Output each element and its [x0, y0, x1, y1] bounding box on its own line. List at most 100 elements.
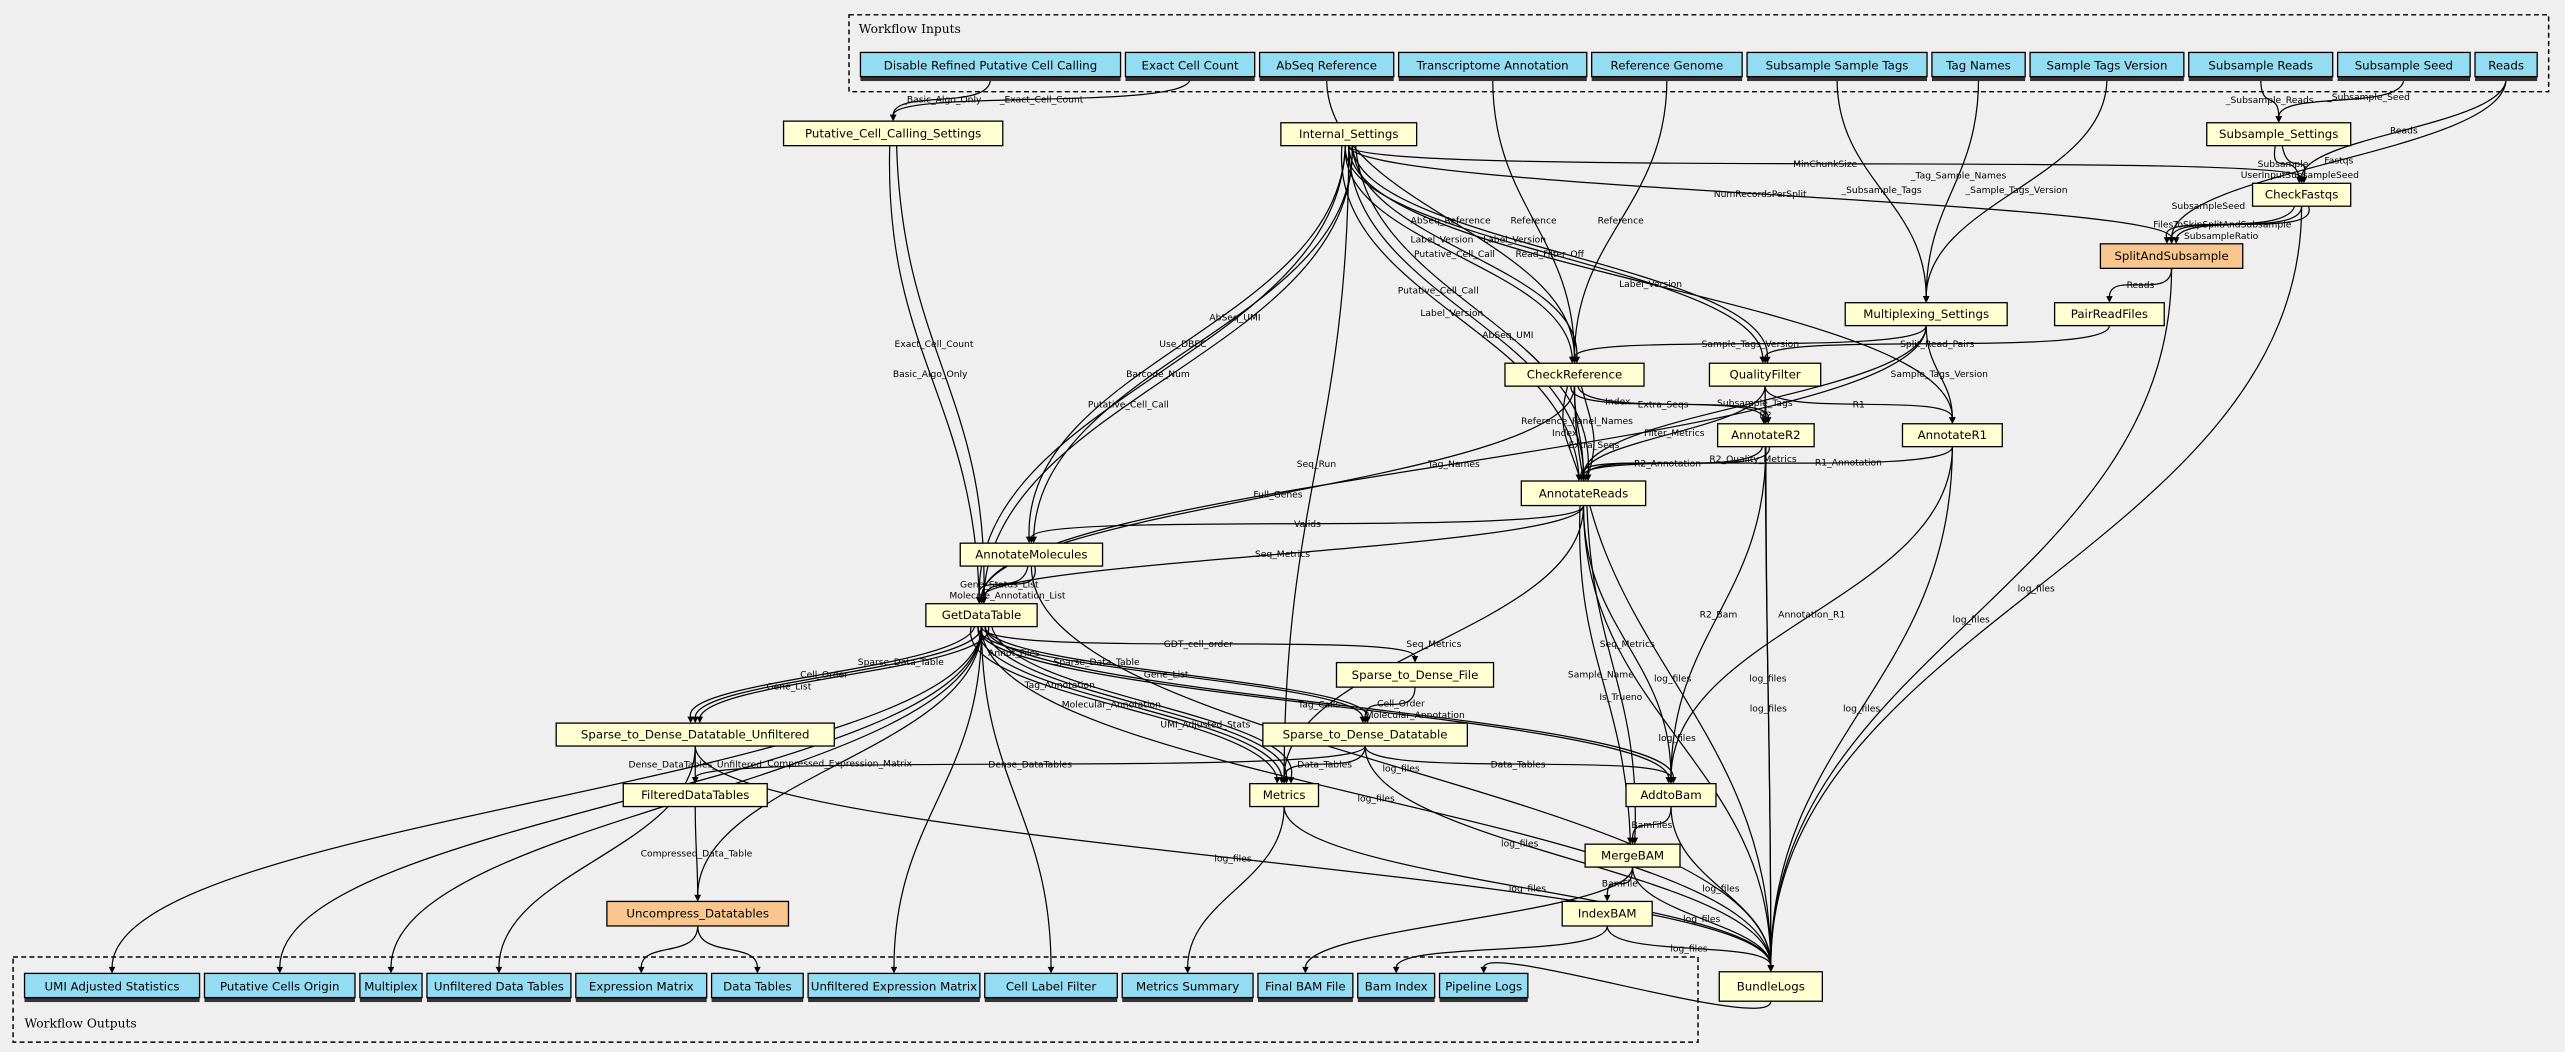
node-out-em[interactable]: Expression Matrix — [575, 972, 708, 1003]
node-out-clf[interactable]: Cell Label Filter — [984, 972, 1118, 1003]
node-out-logs[interactable]: Pipeline Logs — [1438, 972, 1529, 1003]
node-label: Sparse_to_Dense_Datatable — [1283, 728, 1448, 742]
edge-line — [1670, 446, 1767, 778]
node-checkfastqs[interactable]: CheckFastqs — [2251, 182, 2352, 207]
edge-line — [1573, 325, 1927, 358]
node-subsettings[interactable]: Subsample_Settings — [2206, 122, 2352, 147]
edge-line — [1283, 806, 1772, 967]
node-addtobam[interactable]: AddtoBam — [1625, 782, 1717, 808]
edge-label: Seq_Metrics — [1255, 549, 1310, 560]
node-in-subseed[interactable]: Subsample Seed — [2336, 51, 2471, 82]
edge-label: Seq_Run — [1297, 459, 1337, 470]
node-checkref[interactable]: CheckReference — [1504, 362, 1645, 387]
node-out-bai[interactable]: Bam Index — [1357, 972, 1436, 1003]
workflow-outputs-title: Workflow Outputs — [25, 1016, 137, 1030]
node-gdt[interactable]: GetDataTable — [925, 603, 1038, 628]
node-in-reads[interactable]: Reads — [2474, 51, 2538, 82]
node-in-tagsversion[interactable]: Sample Tags Version — [2029, 51, 2185, 82]
node-out-pco[interactable]: Putative Cells Origin — [203, 972, 356, 1003]
node-metrics[interactable]: Metrics — [1249, 782, 1320, 808]
node-areads[interactable]: AnnotateReads — [1520, 480, 1647, 507]
node-multiplex[interactable]: Multiplexing_Settings — [1844, 302, 2008, 327]
node-s2dfile[interactable]: Sparse_to_Dense_File — [1335, 661, 1495, 688]
edge-label: Label_Version — [1619, 279, 1682, 290]
node-label: Subsample Sample Tags — [1766, 59, 1909, 73]
node-out-bam[interactable]: Final BAM File — [1257, 972, 1354, 1003]
node-label: Subsample_Settings — [2219, 127, 2338, 141]
edge-gdt-to-s2dunf — [687, 626, 976, 724]
node-in-refgenome[interactable]: Reference Genome — [1591, 51, 1743, 82]
edge-line — [1364, 687, 1416, 718]
arrowhead-icon — [276, 966, 284, 974]
node-pccs[interactable]: Putative_Cell_Calling_Settings — [782, 120, 1004, 147]
edge-label: GDT_cell_order — [1164, 639, 1233, 650]
arrowhead-icon — [637, 966, 645, 974]
node-label: Unfiltered Expression Matrix — [811, 979, 977, 993]
node-label: Sparse_to_Dense_File — [1352, 668, 1479, 682]
node-label: Reference Genome — [1611, 59, 1724, 73]
edge-label: log_files — [1382, 763, 1419, 774]
edge-label: Cell_Order — [1377, 698, 1425, 709]
node-in-abseq[interactable]: AbSeq Reference — [1258, 51, 1395, 82]
node-uncompress[interactable]: Uncompress_Datatables — [606, 900, 790, 927]
node-fdt[interactable]: FilteredDataTables — [622, 782, 768, 808]
node-indexbam[interactable]: IndexBAM — [1561, 900, 1653, 927]
edge-line — [1770, 268, 2173, 967]
edge-label: Subsample — [2258, 159, 2309, 170]
edge-line — [1341, 145, 1580, 476]
node-label: Subsample Reads — [2208, 59, 2313, 73]
edge-s2dunf-to-out_udt — [495, 746, 696, 974]
node-in-exact[interactable]: Exact Cell Count — [1124, 51, 1256, 82]
edges-layer — [108, 78, 2507, 1009]
node-s2d[interactable]: Sparse_to_Dense_Datatable — [1262, 722, 1469, 747]
node-in-subtags[interactable]: Subsample Sample Tags — [1746, 51, 1928, 82]
node-box — [1257, 972, 1354, 999]
node-label: QualityFilter — [1729, 368, 1800, 382]
edge-label: Sparse_Data_Table — [1054, 657, 1140, 668]
node-ar1[interactable]: AnnotateR1 — [1901, 423, 2003, 448]
node-qf[interactable]: QualityFilter — [1708, 362, 1822, 387]
edge-line — [1631, 806, 1672, 839]
edge-checkfastqs-to-split — [2172, 205, 2310, 244]
node-out-uem[interactable]: Unfiltered Expression Matrix — [807, 972, 981, 1003]
node-mergebam[interactable]: MergeBAM — [1584, 843, 1681, 868]
edge-label: AbSeq_UMI — [1482, 330, 1533, 341]
node-pair[interactable]: PairReadFiles — [2053, 302, 2165, 327]
node-box — [1438, 972, 1529, 999]
node-label: UMI Adjusted Statistics — [45, 979, 180, 993]
node-split[interactable]: SplitAndSubsample — [2099, 243, 2244, 270]
node-out-umi[interactable]: UMI Adjusted Statistics — [23, 972, 201, 1003]
edge-line — [690, 626, 976, 718]
node-label: Sample Tags Version — [2047, 59, 2168, 73]
arrowhead-icon — [1762, 417, 1770, 424]
node-box — [575, 972, 708, 999]
arrowhead-icon — [694, 894, 701, 902]
edge-label: Subsample_Tags — [1717, 398, 1793, 409]
edge-line — [2170, 78, 2507, 239]
arrowhead-icon — [1759, 356, 1767, 364]
edge-line — [977, 626, 1364, 718]
node-internal[interactable]: Internal_Settings — [1280, 122, 1418, 147]
node-out-udt[interactable]: Unfiltered Data Tables — [426, 972, 572, 1003]
edge-line — [697, 626, 983, 896]
node-out-multiplex[interactable]: Multiplex — [359, 972, 423, 1003]
node-amol[interactable]: AnnotateMolecules — [959, 542, 1104, 567]
node-in-disable[interactable]: Disable Refined Putative Cell Calling — [859, 51, 1122, 82]
node-in-subreads[interactable]: Subsample Reads — [2188, 51, 2334, 82]
node-in-transcriptome[interactable]: Transcriptome Annotation — [1397, 51, 1588, 82]
arrowhead-icon — [2275, 116, 2282, 123]
node-out-dt[interactable]: Data Tables — [710, 972, 804, 1003]
node-in-tagnames[interactable]: Tag Names — [1931, 51, 2026, 82]
arrowhead-icon — [691, 716, 699, 724]
node-ar2[interactable]: AnnotateR2 — [1716, 423, 1815, 448]
node-out-ms[interactable]: Metrics Summary — [1121, 972, 1254, 1003]
arrowhead-icon — [687, 716, 694, 724]
node-s2dunf[interactable]: Sparse_to_Dense_Datatable_Unfiltered — [555, 722, 835, 747]
edge-line — [893, 626, 983, 968]
edge-label: Read_Filter_Off — [1516, 249, 1585, 260]
node-bundle[interactable]: BundleLogs — [1718, 971, 1823, 1002]
arrowhead-icon — [2106, 296, 2113, 303]
edge-label: Annot_Files — [988, 648, 1040, 659]
